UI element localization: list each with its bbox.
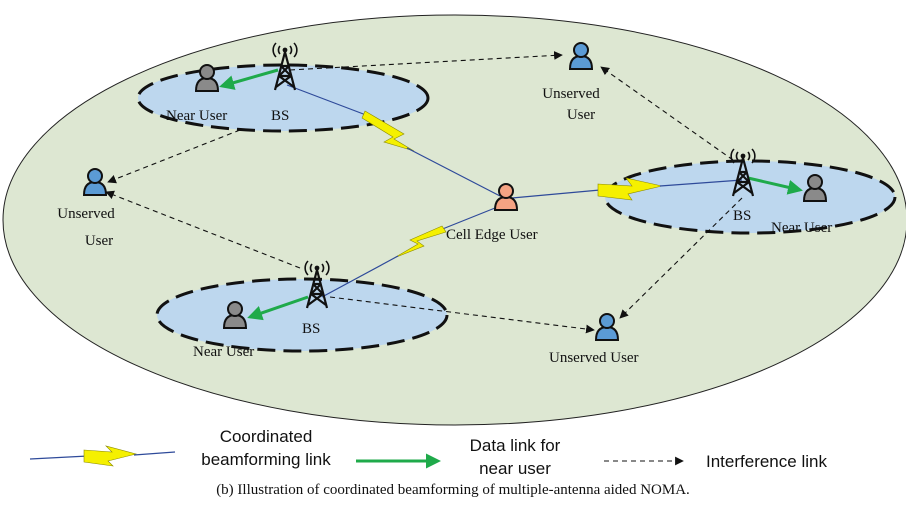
cell-edge-user-icon: [493, 183, 519, 211]
near-user-icon: [222, 301, 248, 329]
beamforming-link: [321, 255, 399, 298]
cluster-bottom-left: [155, 277, 449, 353]
unserved-user-label: Unserved: [542, 86, 600, 102]
interference-link: [105, 190, 301, 269]
coordinated-beamforming-links: [286, 84, 743, 298]
diagram-labels: Near User BS Unserved User Unserved User…: [57, 86, 832, 366]
data-links: [219, 68, 803, 321]
unserved-user-label: Unserved: [57, 206, 115, 222]
near-user-label: Near User: [193, 344, 254, 360]
beamforming-link: [286, 84, 367, 116]
data-link: [747, 176, 803, 195]
near-user-label: Near User: [166, 108, 227, 124]
interference-links: [105, 51, 743, 334]
beamforming-bolt: [393, 225, 447, 259]
bs-label: BS: [271, 108, 289, 124]
legend-beamforming-line: [133, 451, 176, 456]
beamforming-link: [659, 179, 743, 187]
users: [82, 42, 828, 341]
base-station-icon: [730, 148, 756, 197]
beamforming-link: [439, 205, 501, 231]
near-user-icon: [194, 64, 220, 92]
interference-link: [289, 51, 563, 71]
bs-label: BS: [302, 321, 320, 337]
data-link: [247, 295, 309, 321]
base-station-icon: [272, 42, 298, 91]
bs-label: BS: [733, 208, 751, 224]
unserved-user-label: User: [567, 107, 595, 123]
legend-coordinated-label: Coordinated beamforming link: [201, 427, 331, 469]
cell-edge-user-label: Cell Edge User: [446, 227, 538, 243]
beamforming-bolt: [597, 177, 663, 201]
legend-beamforming-bolt: [83, 445, 138, 467]
legend-data-link-label: Data link for near user: [469, 436, 561, 478]
legend-beamforming-line: [29, 455, 89, 460]
unserved-user-label: User: [85, 233, 113, 249]
base-station-icon: [304, 260, 330, 309]
unserved-user-icon: [82, 168, 108, 196]
beamforming-link: [406, 147, 501, 197]
beamforming-bolt: [361, 110, 415, 152]
base-stations: [272, 42, 756, 309]
near-user-label: Near User: [771, 220, 832, 236]
cluster-right: [603, 159, 897, 235]
unserved-user-label: Unserved User: [549, 350, 639, 366]
near-user-icon: [802, 174, 828, 202]
interference-link: [619, 197, 743, 319]
legend-interference-label: Interference link: [706, 452, 827, 471]
unserved-user-icon: [568, 42, 594, 70]
beamforming-link: [511, 189, 601, 199]
unserved-user-icon: [594, 313, 620, 341]
data-link: [219, 68, 279, 90]
figure-caption: (b) Illustration of coordinated beamform…: [216, 482, 690, 498]
interference-link: [107, 129, 241, 184]
legend-symbols: [29, 445, 684, 469]
